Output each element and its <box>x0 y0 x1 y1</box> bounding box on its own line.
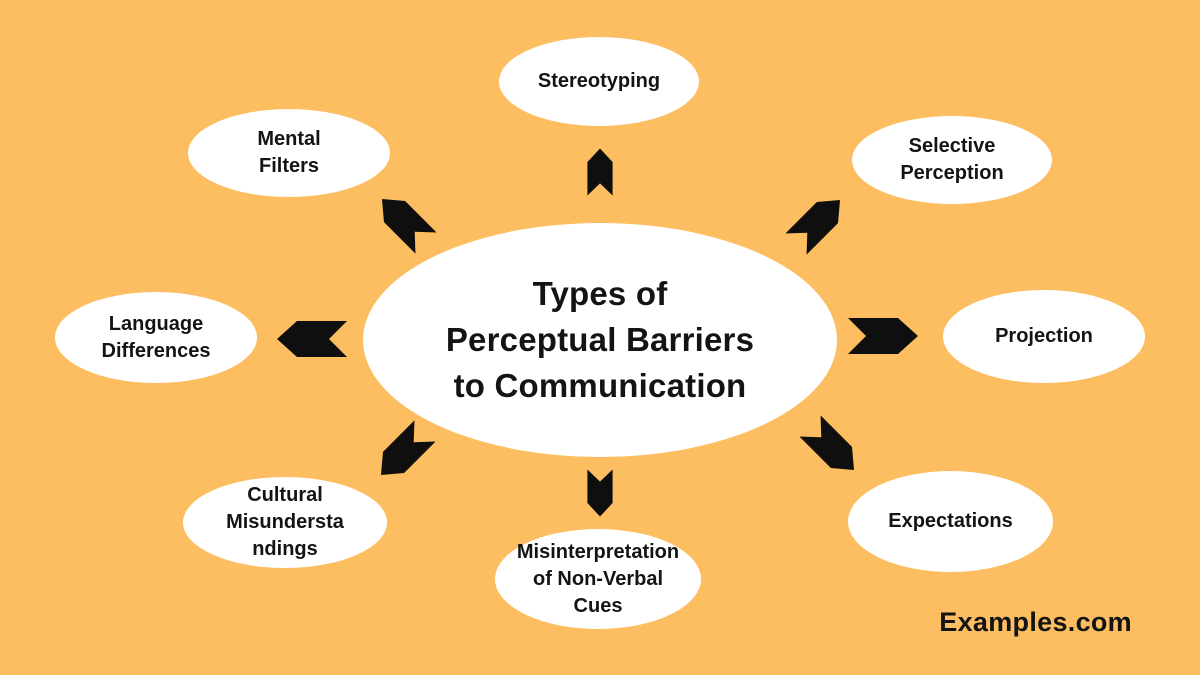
center-node-perceptual-barriers: Types of Perceptual Barriers to Communic… <box>363 223 837 457</box>
arrow-down-left-icon <box>370 420 436 486</box>
node-label: Misinterpretation of Non-Verbal Cues <box>516 540 680 617</box>
node-selective-perception: Selective Perception <box>852 116 1052 204</box>
node-label: Stereotyping <box>537 70 661 92</box>
node-label: Selective Perception <box>900 135 1004 184</box>
arrow-right-icon <box>848 318 918 354</box>
node-label: Projection <box>995 325 1093 347</box>
node-label: Mental Filters <box>257 128 321 177</box>
node-stereotyping: Stereotyping <box>499 37 699 126</box>
arrow-up-left-icon <box>371 188 437 254</box>
node-expectations: Expectations <box>848 471 1053 572</box>
node-label: Language Differences <box>101 312 211 362</box>
arrow-up-icon <box>587 148 613 196</box>
arrow-down-right-icon <box>799 415 865 481</box>
arrow-down-icon <box>587 469 613 517</box>
node-projection: Projection <box>943 290 1145 383</box>
node-cultural-misunderstandings: Cultural Misundersta ndings <box>183 477 387 568</box>
arrow-left-icon <box>277 321 347 357</box>
arrow-up-right-icon <box>785 189 851 255</box>
node-label: Expectations <box>888 510 1013 532</box>
node-mental-filters: Mental Filters <box>188 109 390 197</box>
node-label: Cultural Misundersta ndings <box>226 484 344 560</box>
node-misinterpretation-non-verbal-cues: Misinterpretation of Non-Verbal Cues <box>495 529 701 629</box>
watermark-examples-com: Examples.com <box>939 607 1132 637</box>
node-language-differences: Language Differences <box>55 292 257 383</box>
center-node-label: Types of Perceptual Barriers to Communic… <box>445 275 755 404</box>
